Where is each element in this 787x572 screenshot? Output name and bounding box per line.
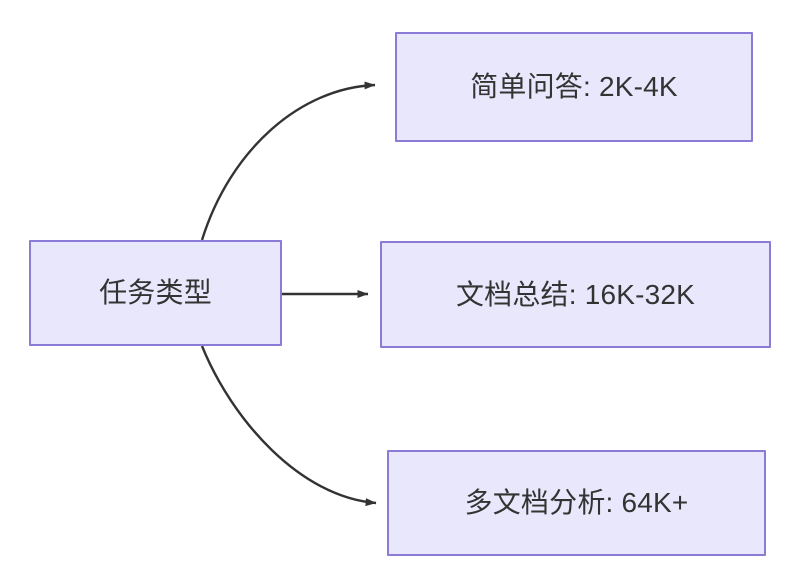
node-label: 简单问答: 2K-4K: [470, 71, 678, 103]
edge-source-to-multi-doc: [200, 345, 377, 507]
node-task-type[interactable]: 任务类型: [29, 240, 282, 346]
node-label: 多文档分析: 64K+: [464, 487, 689, 519]
node-multi-doc[interactable]: 多文档分析: 64K+: [387, 450, 766, 556]
node-simple-qa[interactable]: 简单问答: 2K-4K: [395, 32, 753, 142]
node-label: 任务类型: [99, 277, 212, 309]
edge-source-to-simple-qa: [200, 81, 376, 241]
node-doc-summary[interactable]: 文档总结: 16K-32K: [380, 241, 771, 348]
node-label: 文档总结: 16K-32K: [455, 278, 696, 310]
